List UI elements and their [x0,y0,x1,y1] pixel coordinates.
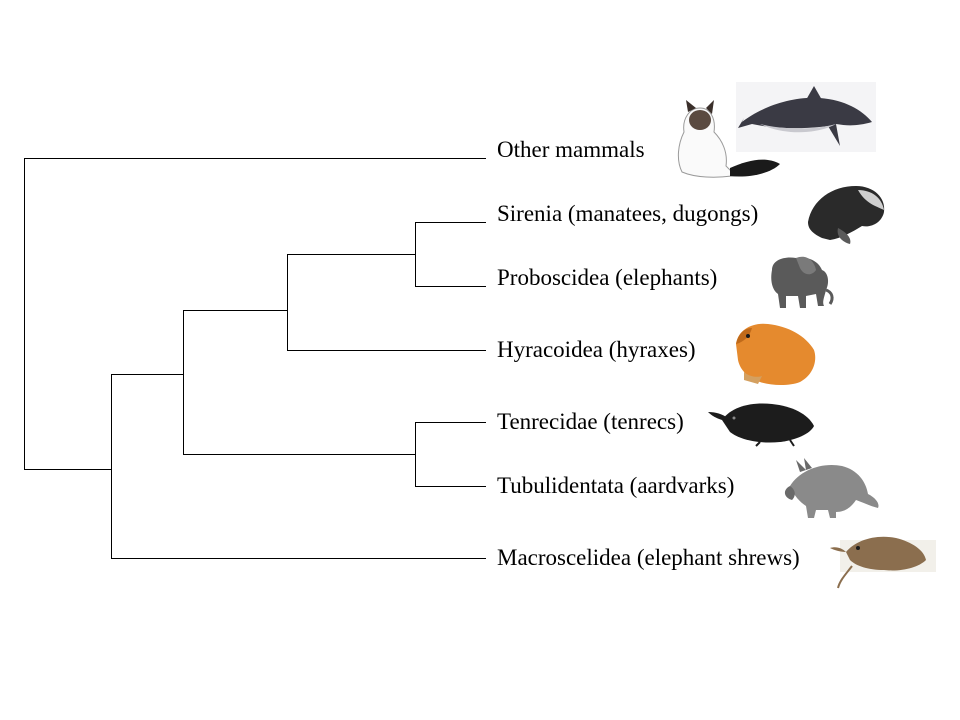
manatee-illustration [808,186,885,244]
hyrax-illustration [736,323,816,385]
cat-and-dolphin-illustration [677,82,876,178]
leaf-labels: Other mammals Sirenia (manatees, dugongs… [497,137,800,570]
elephant-shrew-illustration [830,536,936,589]
label-macroscelidea: Macroscelidea (elephant shrews) [497,545,800,570]
aardvark-illustration [784,458,879,518]
label-hyracoidea: Hyracoidea (hyraxes) [497,337,696,362]
label-tenrecidae: Tenrecidae (tenrecs) [497,409,684,434]
label-proboscidea: Proboscidea (elephants) [497,265,717,290]
label-other-mammals: Other mammals [497,137,645,162]
label-sirenia: Sirenia (manatees, dugongs) [497,201,758,226]
tenrec-illustration [708,403,814,447]
elephant-illustration [771,256,834,308]
tree-branches [24,158,486,559]
dolphin-icon [736,82,876,152]
cat-icon [677,100,780,178]
label-tubulidentata: Tubulidentata (aardvarks) [497,473,734,498]
